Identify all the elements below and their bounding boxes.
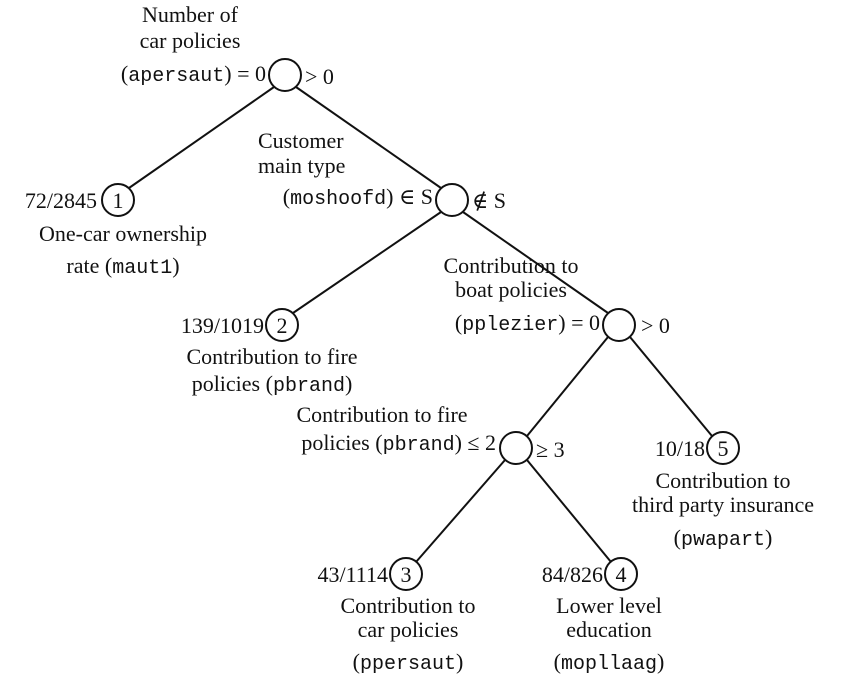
- split-condition-right: > 0: [305, 64, 334, 89]
- split-circle: [435, 183, 469, 217]
- leaf-circle: [265, 308, 299, 342]
- split-condition-right: > 0: [641, 313, 670, 338]
- leaf-label-line: Contribution to fire: [186, 344, 357, 369]
- split-node-pplezier: Contribution to boat policies (pplezier)…: [443, 253, 670, 342]
- leaf-circle: [389, 557, 423, 591]
- split-label-line: main type: [258, 153, 345, 178]
- leaf-id: 4: [616, 562, 627, 587]
- edge-root-node1: [128, 86, 275, 189]
- leaf-variable: (mopllaag): [554, 649, 665, 676]
- split-label-line: Contribution to: [443, 253, 578, 278]
- leaf-variable: (ppersaut): [353, 649, 464, 676]
- split-condition-right: ≥ 3: [536, 437, 565, 462]
- split-node-pbrand: Contribution to fire policies (pbrand) ≤…: [296, 402, 565, 465]
- leaf-id: 5: [718, 436, 729, 461]
- leaf-circle: [101, 183, 135, 217]
- edge-pplezier-node5: [629, 336, 713, 437]
- edge-pbrand-node4: [526, 459, 612, 563]
- leaf-id: 3: [401, 562, 412, 587]
- leaf-label-line: car policies: [358, 617, 459, 642]
- split-circle: [268, 58, 302, 92]
- leaf-circle: [604, 557, 638, 591]
- leaf-label-line: Contribution to: [655, 468, 790, 493]
- leaf-label-line: One-car ownership: [39, 221, 207, 246]
- split-condition-left: policies (pbrand) ≤ 2: [301, 430, 496, 457]
- split-label-line: Contribution to fire: [296, 402, 467, 427]
- leaf-id: 2: [277, 313, 288, 338]
- split-label-line: Number of: [142, 2, 239, 27]
- leaf-count: 139/1019: [181, 313, 264, 338]
- edge-pbrand-node3: [415, 459, 506, 563]
- leaf-label-line: third party insurance: [632, 492, 814, 517]
- split-condition-right: ∉ S: [472, 188, 506, 213]
- leaf-label-line: rate (maut1): [66, 253, 179, 280]
- edges: [128, 86, 713, 563]
- leaf-count: 72/2845: [25, 188, 97, 213]
- split-circle: [602, 308, 636, 342]
- split-condition-left: (moshoofd) ∈ S: [283, 184, 433, 211]
- split-node-moshoofd: Customer main type (moshoofd) ∈ S ∉ S: [258, 128, 506, 217]
- split-label-line: car policies: [140, 28, 241, 53]
- leaf-label-line: policies (pbrand): [192, 371, 353, 398]
- edge-root-moshoofd: [295, 86, 442, 189]
- split-circle: [499, 431, 533, 465]
- edge-pplezier-pbrand: [526, 336, 609, 437]
- edge-moshoofd-node2: [292, 211, 442, 314]
- edge-moshoofd-pplezier: [462, 211, 609, 314]
- leaf-label-line: education: [566, 617, 652, 642]
- split-node-apersaut: Number of car policies (apersaut) = 0 > …: [121, 2, 334, 92]
- leaf-count: 84/826: [542, 562, 603, 587]
- leaf-count: 10/18: [655, 436, 705, 461]
- split-label-line: boat policies: [455, 277, 567, 302]
- leaf-label-line: Lower level: [556, 593, 662, 618]
- split-condition-left: (pplezier) = 0: [455, 310, 600, 337]
- leaf-label-line: Contribution to: [340, 593, 475, 618]
- split-label-line: Customer: [258, 128, 344, 153]
- leaf-count: 43/1114: [318, 562, 388, 587]
- leaf-id: 1: [113, 188, 124, 213]
- split-condition-left: (apersaut) = 0: [121, 61, 266, 88]
- leaf-node-4: 4 84/826 Lower level education (mopllaag…: [542, 557, 665, 676]
- leaf-variable: (pwapart): [674, 525, 773, 552]
- leaf-node-2: 2 139/1019 Contribution to fire policies…: [181, 308, 358, 398]
- leaf-node-3: 3 43/1114 Contribution to car policies (…: [318, 557, 476, 676]
- leaf-node-5: 5 10/18 Contribution to third party insu…: [632, 431, 814, 552]
- leaf-circle: [706, 431, 740, 465]
- leaf-node-1: 1 72/2845 One-car ownership rate (maut1): [25, 183, 207, 280]
